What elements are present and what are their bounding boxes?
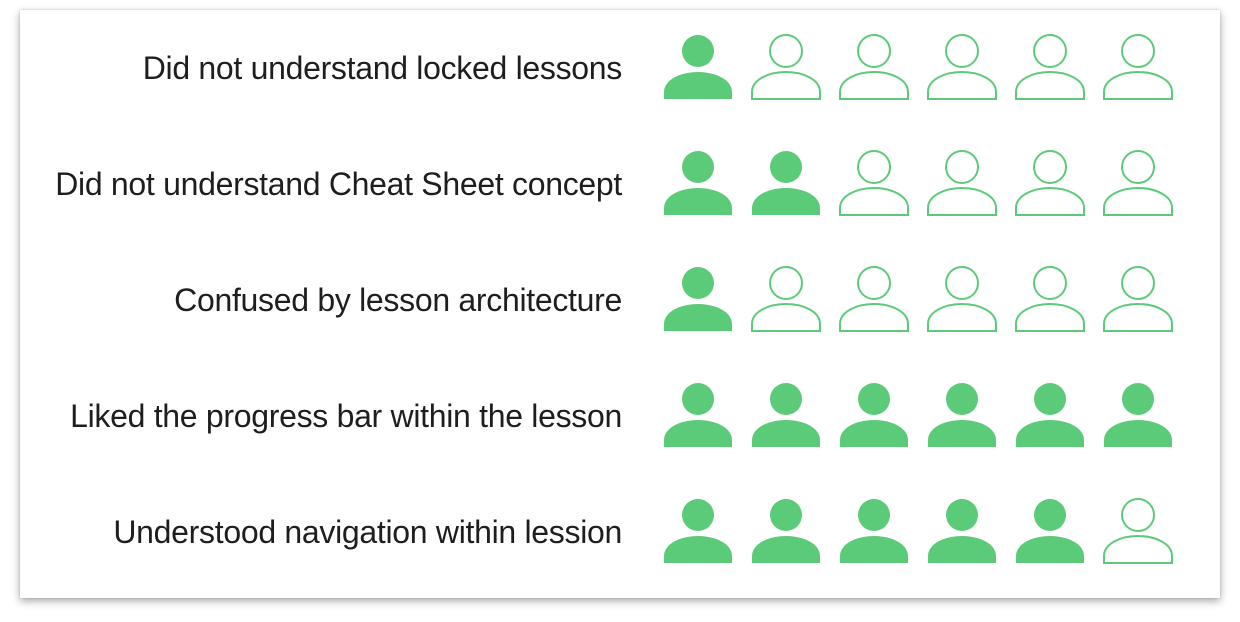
person-icon-filled bbox=[840, 383, 908, 447]
person-icon-filled bbox=[664, 267, 732, 331]
chart-row: Understood navigation within lession bbox=[20, 474, 1220, 590]
person-icon-outline bbox=[751, 34, 821, 100]
person-icon-outline bbox=[1103, 498, 1173, 564]
person-icon-outline bbox=[927, 150, 997, 216]
person-icon-outline bbox=[839, 34, 909, 100]
person-icon-outline bbox=[927, 34, 997, 100]
chart-row: Did not understand Cheat Sheet concept bbox=[20, 126, 1220, 242]
person-icon-outline bbox=[1015, 34, 1085, 100]
person-icon-outline bbox=[839, 150, 909, 216]
chart-card: Did not understand locked lessons Did no… bbox=[20, 10, 1220, 598]
person-icon-outline bbox=[1103, 34, 1173, 100]
person-icon-outline bbox=[751, 266, 821, 332]
person-icon-outline bbox=[1015, 150, 1085, 216]
person-icon-outline bbox=[1015, 266, 1085, 332]
chart-row: Liked the progress bar within the lesson bbox=[20, 358, 1220, 474]
person-icon-filled bbox=[664, 35, 732, 99]
row-label: Understood navigation within lession bbox=[113, 514, 622, 550]
chart-row: Did not understand locked lessons bbox=[20, 10, 1220, 126]
person-icon-filled bbox=[1104, 383, 1172, 447]
person-icon-filled bbox=[840, 499, 908, 563]
person-icon-filled bbox=[664, 499, 732, 563]
row-label: Confused by lesson architecture bbox=[174, 282, 622, 318]
person-icon-filled bbox=[1016, 383, 1084, 447]
person-icon-filled bbox=[928, 383, 996, 447]
person-icon-outline bbox=[1103, 266, 1173, 332]
person-icon-outline bbox=[839, 266, 909, 332]
person-icon-filled bbox=[664, 383, 732, 447]
person-icon-outline bbox=[927, 266, 997, 332]
person-icon-filled bbox=[752, 383, 820, 447]
row-label: Did not understand locked lessons bbox=[142, 50, 623, 86]
person-icon-outline bbox=[1103, 150, 1173, 216]
chart-row: Confused by lesson architecture bbox=[20, 242, 1220, 358]
person-icon-filled bbox=[928, 499, 996, 563]
person-icon-filled bbox=[1016, 499, 1084, 563]
row-label: Did not understand Cheat Sheet concept bbox=[55, 166, 622, 202]
person-icon-filled bbox=[752, 499, 820, 563]
person-icon-filled bbox=[752, 151, 820, 215]
row-label: Liked the progress bar within the lesson bbox=[70, 398, 622, 434]
person-icon-filled bbox=[664, 151, 732, 215]
